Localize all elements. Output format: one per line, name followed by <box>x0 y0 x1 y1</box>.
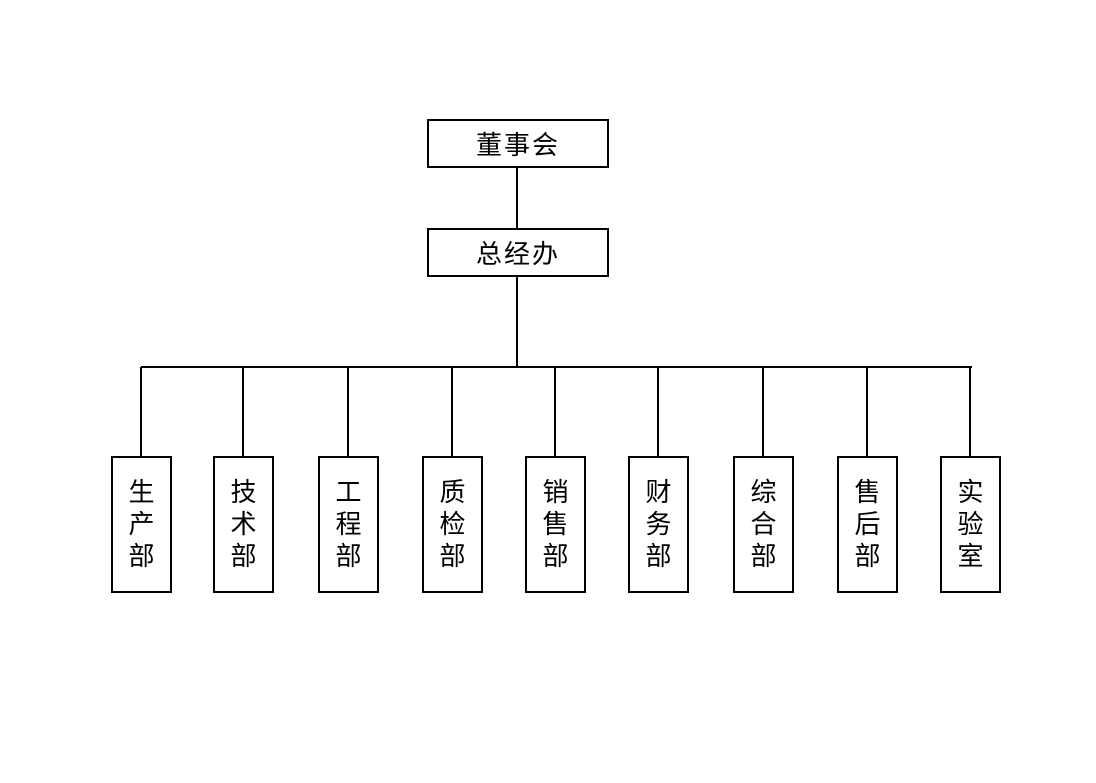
org-box-gm-office-label: 总经办 <box>475 240 560 270</box>
org-box-gm-office: 总经办 <box>427 228 609 277</box>
org-box-dept-after-sales: 售后部 <box>837 456 898 593</box>
connector-drop-7 <box>762 367 764 456</box>
connector-bus-horizontal <box>141 366 972 368</box>
connector-drop-9 <box>969 367 971 456</box>
org-box-dept-production: 生产部 <box>111 456 172 593</box>
connector-drop-4 <box>451 367 453 456</box>
connector-drop-8 <box>866 367 868 456</box>
org-box-dept-laboratory: 实验室 <box>940 456 1001 593</box>
org-box-dept-engineering: 工程部 <box>318 456 379 593</box>
org-box-dept-production-label: 生产部 <box>128 477 155 572</box>
connector-gm-to-bus <box>516 277 518 367</box>
org-box-dept-quality: 质检部 <box>422 456 483 593</box>
org-box-board: 董事会 <box>427 119 609 168</box>
connector-drop-5 <box>554 367 556 456</box>
connector-board-to-gm <box>516 168 518 228</box>
org-box-dept-finance-label: 财务部 <box>645 477 672 572</box>
org-box-dept-general-affairs-label: 综合部 <box>750 477 777 572</box>
org-box-dept-technology: 技术部 <box>213 456 274 593</box>
org-box-dept-finance: 财务部 <box>628 456 689 593</box>
org-box-dept-general-affairs: 综合部 <box>733 456 794 593</box>
org-box-board-label: 董事会 <box>475 131 560 161</box>
org-box-dept-sales: 销售部 <box>525 456 586 593</box>
org-box-dept-after-sales-label: 售后部 <box>854 477 881 572</box>
org-box-dept-engineering-label: 工程部 <box>335 477 362 572</box>
connector-drop-3 <box>347 367 349 456</box>
org-box-dept-sales-label: 销售部 <box>542 477 569 572</box>
connector-drop-2 <box>242 367 244 456</box>
org-box-dept-technology-label: 技术部 <box>230 477 257 572</box>
org-box-dept-quality-label: 质检部 <box>439 477 466 572</box>
connector-drop-1 <box>140 367 142 456</box>
org-box-dept-laboratory-label: 实验室 <box>957 477 984 572</box>
connector-drop-6 <box>657 367 659 456</box>
